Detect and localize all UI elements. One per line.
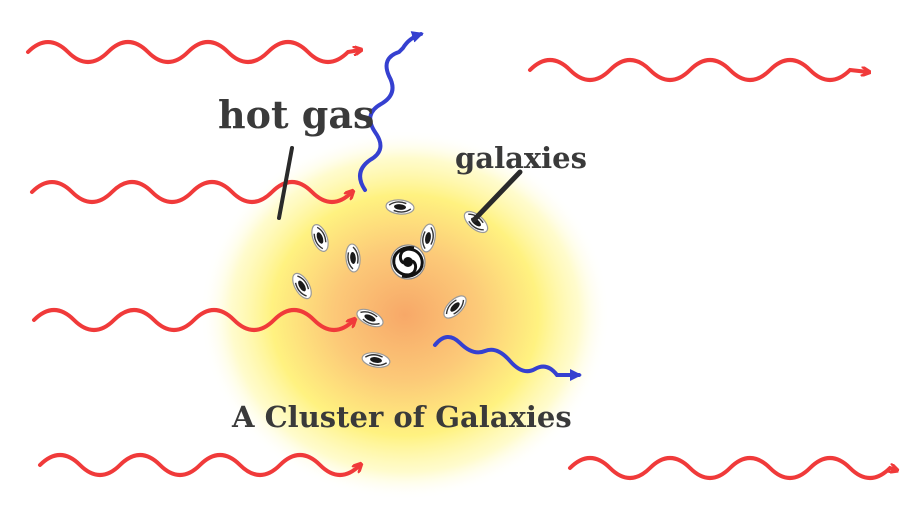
wave-arrow-icon [32,308,354,332]
hot-gas-cloud [200,130,610,500]
galaxies-pointer [471,169,523,223]
wave-arrow-icon [30,180,352,204]
scattered-wave-icon [358,31,424,192]
galaxies-label: galaxies [455,141,587,175]
hot-gas-pointer [277,146,294,220]
central-spiral-galaxy-icon [390,244,426,280]
scattered-wave-icon [433,335,582,381]
wave-arrow-icon [26,40,360,64]
wave-arrow-icon [568,456,896,480]
wave-arrow-icon [38,453,360,477]
wave-arrow-icon [528,58,868,82]
cluster-caption: A Cluster of Galaxies [231,400,572,434]
hot-gas-label: hot gas [218,92,374,137]
